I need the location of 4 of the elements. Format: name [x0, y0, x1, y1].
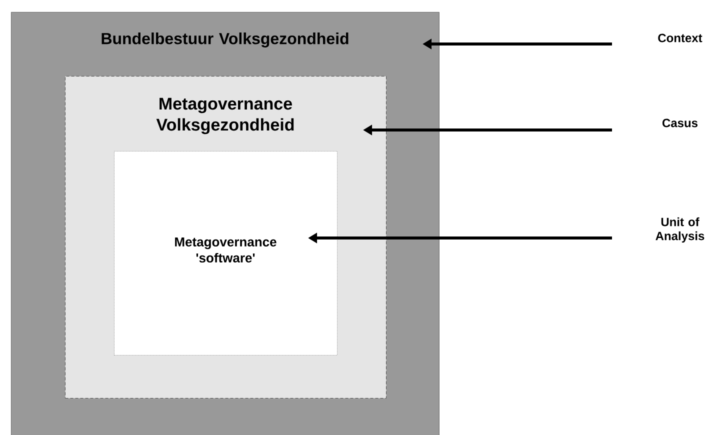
side-label: Unit of Analysis [656, 217, 704, 243]
side-label: Casus [662, 118, 698, 128]
inner-panel: Metagovernance 'software' [114, 150, 338, 356]
side-label: Context [658, 34, 702, 42]
